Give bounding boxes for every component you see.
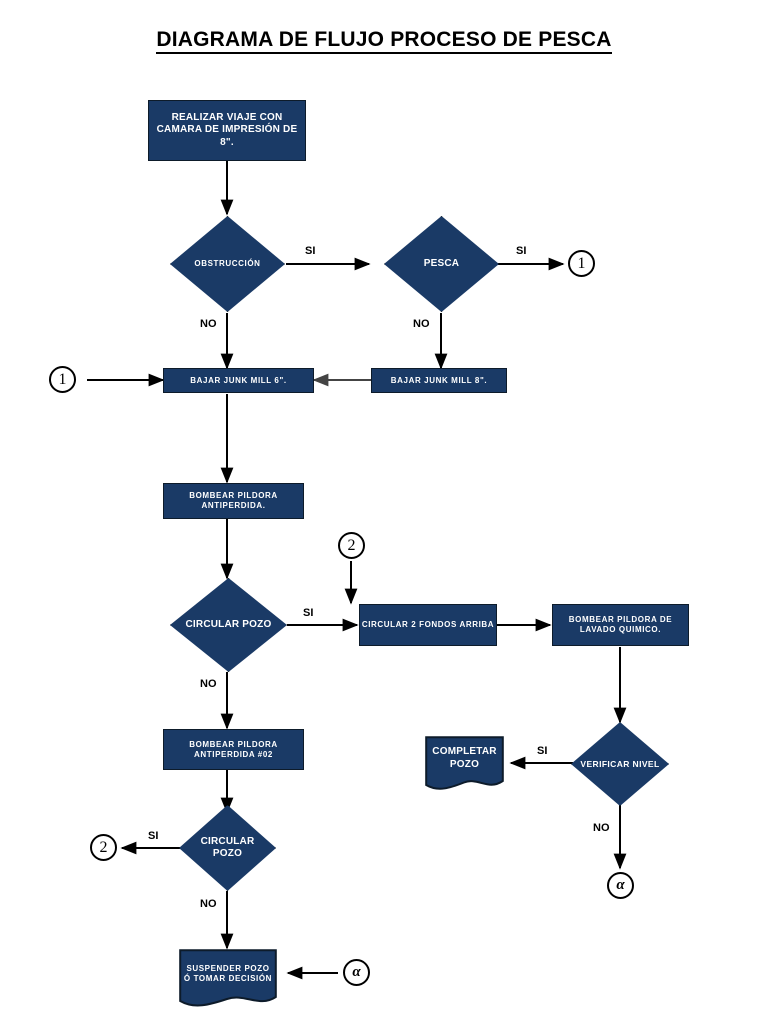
connector-label: 1 [577, 254, 586, 272]
node-label: BOMBEAR PILDORA ANTIPERDIDA. [189, 491, 278, 510]
edge-label-circular2-no: NO [200, 898, 217, 910]
page-title-text: DIAGRAMA DE FLUJO PROCESO DE PESCA [156, 28, 612, 54]
connector-one-left[interactable]: 1 [49, 366, 76, 393]
connector-two-top[interactable]: 2 [338, 532, 365, 559]
node-completar-pozo[interactable]: COMPLETAR POZO [425, 736, 504, 791]
node-label: BOMBEAR PILDORA ANTIPERDIDA #02 [189, 739, 278, 759]
node-label: COMPLETAR POZO [432, 746, 497, 770]
node-verificar-nivel[interactable]: VERIFICAR NIVEL [571, 722, 669, 806]
node-label: BAJAR JUNK MILL 6". [190, 375, 287, 385]
connector-one-right[interactable]: 1 [568, 250, 595, 277]
node-realizar-viaje[interactable]: REALIZAR VIAJE CON CAMARA DE IMPRESIÓN D… [148, 100, 306, 161]
edge-label-verificar-no: NO [593, 822, 610, 834]
edge-label-obstruccion-no: NO [200, 318, 217, 330]
node-pildora-lavado[interactable]: BOMBEAR PILDORA DE LAVADO QUIMICO. [552, 604, 689, 646]
connector-label: 1 [58, 370, 67, 388]
edge-label-circular1-no: NO [200, 678, 217, 690]
node-junk-mill-8[interactable]: BAJAR JUNK MILL 8". [371, 368, 507, 393]
node-obstruccion[interactable]: OBSTRUCCIÓN [170, 216, 285, 312]
edge-label-verificar-si: SI [537, 745, 548, 757]
connector-two-left[interactable]: 2 [90, 834, 117, 861]
node-label: CIRCULAR POZO [185, 618, 272, 630]
node-label: CIRCULAR 2 FONDOS ARRIBA [361, 620, 495, 629]
node-label: VERIFICAR NIVEL [580, 758, 660, 769]
connector-label: α [616, 877, 625, 893]
connector-label: 2 [99, 838, 108, 856]
node-bombear-pildora-02[interactable]: BOMBEAR PILDORA ANTIPERDIDA #02 [163, 729, 304, 770]
document-shape [425, 736, 504, 790]
node-bombear-pildora[interactable]: BOMBEAR PILDORA ANTIPERDIDA. [163, 483, 304, 519]
node-junk-mill-6[interactable]: BAJAR JUNK MILL 6". [163, 368, 314, 393]
node-label: BAJAR JUNK MILL 8". [390, 375, 488, 385]
connector-alpha-bottom[interactable]: α [607, 872, 634, 899]
node-label: BOMBEAR PILDORA DE LAVADO QUIMICO. [568, 615, 673, 634]
connector-label: 2 [347, 536, 356, 554]
node-label: SUSPENDER POZO Ó TOMAR DECISIÓN [183, 963, 273, 983]
edge-label-obstruccion-si: SI [305, 245, 316, 257]
node-label: PESCA [423, 257, 460, 269]
document-shape [179, 949, 277, 1007]
node-label: CIRCULAR POZO [200, 835, 255, 860]
connector-label: α [352, 964, 361, 980]
edge-label-circular2-si: SI [148, 830, 159, 842]
node-circular-pozo-1[interactable]: CIRCULAR POZO [170, 578, 287, 672]
node-label: OBSTRUCCIÓN [194, 259, 261, 268]
node-circular-2-fondos[interactable]: CIRCULAR 2 FONDOS ARRIBA [359, 604, 497, 646]
page-title: DIAGRAMA DE FLUJO PROCESO DE PESCA [0, 28, 768, 54]
edge-label-pesca-si: SI [516, 245, 527, 257]
node-circular-pozo-2[interactable]: CIRCULAR POZO [179, 805, 276, 891]
connector-alpha-right[interactable]: α [343, 959, 370, 986]
node-label: REALIZAR VIAJE CON CAMARA DE IMPRESIÓN D… [156, 111, 298, 148]
edge-label-pesca-no: NO [413, 318, 430, 330]
node-pesca[interactable]: PESCA [384, 216, 499, 312]
node-suspender-pozo[interactable]: SUSPENDER POZO Ó TOMAR DECISIÓN [179, 949, 277, 1008]
edge-label-circular1-si: SI [303, 607, 314, 619]
